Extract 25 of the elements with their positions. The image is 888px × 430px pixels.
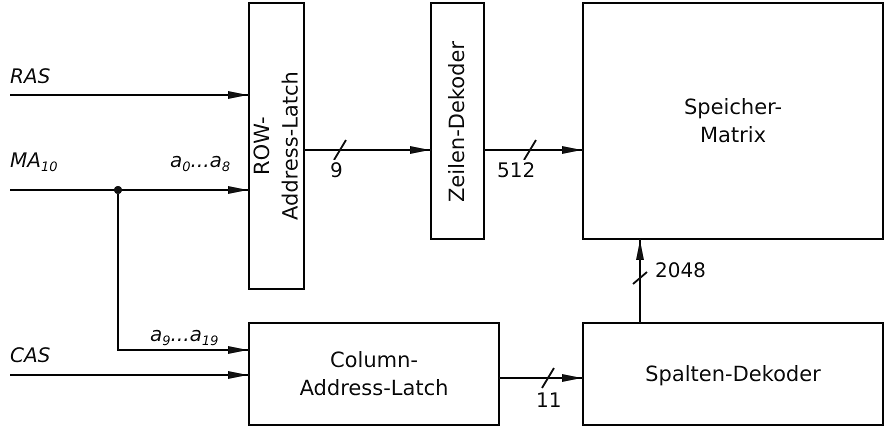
function-block: [582, 322, 884, 426]
arrow: [485, 146, 582, 154]
function-block: [582, 2, 884, 240]
signal-name: RAS: [10, 66, 50, 86]
bus-width-label: 9: [330, 160, 343, 180]
block-label: Column- Address-Latch: [298, 346, 450, 402]
arrow: [500, 374, 582, 382]
block-label: ROW- Address-Latch: [249, 70, 304, 222]
bus-width-label: 11: [536, 390, 562, 410]
function-block: [248, 322, 500, 426]
block-label: Zeilen-Dekoder: [444, 39, 470, 204]
block-label: Spalten-Dekoder: [645, 360, 821, 388]
arrow: [305, 146, 430, 154]
latch-block: [248, 2, 305, 290]
signal-name: CAS: [10, 345, 50, 365]
signal-name: MA$_{10}$: [10, 150, 58, 174]
bus-width-label: 512: [497, 160, 536, 180]
arrow: [10, 91, 248, 99]
arrow: [117, 194, 248, 354]
arrow: [636, 240, 644, 322]
bus-width-label: 2048: [655, 260, 706, 280]
junction-dot: [114, 186, 122, 194]
block-label: Speicher- Matrix: [682, 94, 784, 149]
latch-block: [430, 2, 485, 240]
arrow: [10, 371, 248, 379]
